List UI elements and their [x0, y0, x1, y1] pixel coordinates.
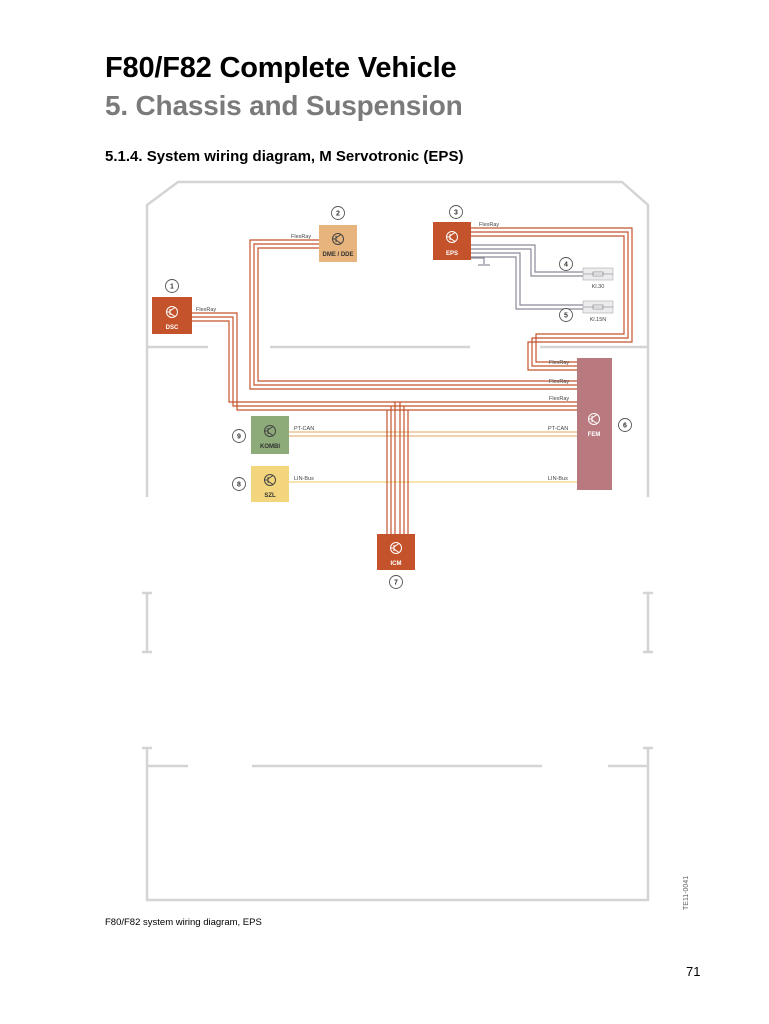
- ecu-dme-dde-box: [319, 225, 357, 262]
- ecu-eps: EPS: [433, 222, 471, 260]
- callouts: [165, 205, 632, 589]
- ecu-szl: SZL: [251, 466, 289, 502]
- flexray-dsc-1: [192, 312, 577, 411]
- flexray-dme-2: [253, 243, 577, 386]
- flexray-eps-1: [471, 227, 633, 371]
- ecu-szl-box: [251, 466, 289, 502]
- ecu-dme-dde: DME / DDE: [319, 225, 357, 262]
- ecu-dsc-box: [152, 297, 192, 334]
- flexray-eps-3: [471, 235, 625, 363]
- outline-rear: [145, 748, 650, 902]
- ptcan-bus: [289, 431, 577, 437]
- fuses: Kl.30 Kl.15N: [582, 267, 614, 323]
- flexray-bus: [192, 227, 633, 537]
- ecu-dme-dde-label: DME / DDE: [322, 252, 353, 258]
- ecu-szl-label: SZL: [264, 493, 276, 499]
- power-line-kl15n: [471, 252, 583, 306]
- fuse-kl15n-label: Kl.15N: [590, 317, 607, 323]
- callout-number-4: 4: [564, 262, 568, 269]
- chapter-title: 5. Chassis and Suspension: [105, 90, 463, 121]
- callout-8: [232, 477, 246, 491]
- ptcan-label-fem: PT-CAN: [548, 426, 568, 432]
- callout-number-2: 2: [336, 211, 340, 218]
- flexray-dme-3: [257, 247, 577, 382]
- callout-numbers: 1 2 3 4 5 6 7 8 9: [170, 210, 627, 587]
- linbus-label-fem: LIN-Bus: [548, 476, 568, 482]
- section-title: 5.1.4. System wiring diagram, M Servotro…: [105, 148, 464, 165]
- callout-number-5: 5: [564, 313, 568, 320]
- page-number: 71: [686, 964, 701, 979]
- callout-9: [232, 429, 246, 443]
- callout-4: [559, 257, 573, 271]
- flexray-label-fem-2: FlexRay: [549, 379, 569, 385]
- fuse-kl30-label: Kl.30: [592, 284, 605, 290]
- callout-7: [389, 575, 403, 589]
- figure-caption: F80/F82 system wiring diagram, EPS: [105, 917, 262, 928]
- callout-number-1: 1: [170, 284, 174, 291]
- flexray-label-fem-1: FlexRay: [549, 360, 569, 366]
- ecu-eps-box: [433, 222, 471, 260]
- callout-number-9: 9: [237, 434, 241, 441]
- bus-labels: FlexRay FlexRay FlexRay FlexRay FlexRay …: [196, 222, 569, 482]
- ptcan-label-kombi: PT-CAN: [294, 426, 314, 432]
- ecu-dsc: DSC: [152, 297, 192, 334]
- power-line-kl30-b: [471, 248, 583, 277]
- callout-number-7: 7: [394, 580, 398, 587]
- callout-1: [165, 279, 179, 293]
- ecu-icm-box: [377, 534, 415, 570]
- callout-number-6: 6: [623, 423, 627, 430]
- ecu-kombi-box: [251, 416, 289, 454]
- vehicle-outline: [142, 180, 653, 902]
- ecu-kombi: KOMBI: [251, 416, 289, 454]
- callout-3: [449, 205, 463, 219]
- ecu-fem: FEM: [577, 358, 612, 490]
- graphic-reference: TE11-0041: [683, 876, 690, 910]
- callout-5: [559, 308, 573, 322]
- flexray-dsc-3: [192, 320, 577, 403]
- flexray-label-fem-3: FlexRay: [549, 396, 569, 402]
- flexray-label-dme: FlexRay: [291, 234, 311, 240]
- power-lines: [471, 244, 583, 310]
- ecu-dsc-label: DSC: [166, 325, 179, 331]
- callout-2: [331, 206, 345, 220]
- ecu-kombi-label: KOMBI: [260, 444, 280, 450]
- flexray-dme-1: [249, 239, 577, 390]
- flexray-dsc-2: [192, 316, 577, 407]
- linbus-label-szl: LIN-Bus: [294, 476, 314, 482]
- document-title: F80/F82 Complete Vehicle: [105, 52, 457, 84]
- flexray-eps-2: [471, 231, 629, 367]
- callout-number-8: 8: [237, 482, 241, 489]
- eps-ground-line: [471, 257, 485, 264]
- flexray-label-dsc: FlexRay: [196, 307, 216, 313]
- flexray-label-eps: FlexRay: [479, 222, 499, 228]
- ecu-fem-label: FEM: [588, 432, 601, 438]
- ecu-eps-label: EPS: [446, 251, 458, 257]
- power-line-kl15n-b: [471, 256, 583, 310]
- ecu-icm-label: ICM: [391, 561, 402, 567]
- outline-front: [145, 180, 650, 497]
- callout-number-3: 3: [454, 210, 458, 217]
- ecu-icm: ICM: [377, 534, 415, 570]
- callout-6: [618, 418, 632, 432]
- power-line-kl30: [471, 244, 583, 273]
